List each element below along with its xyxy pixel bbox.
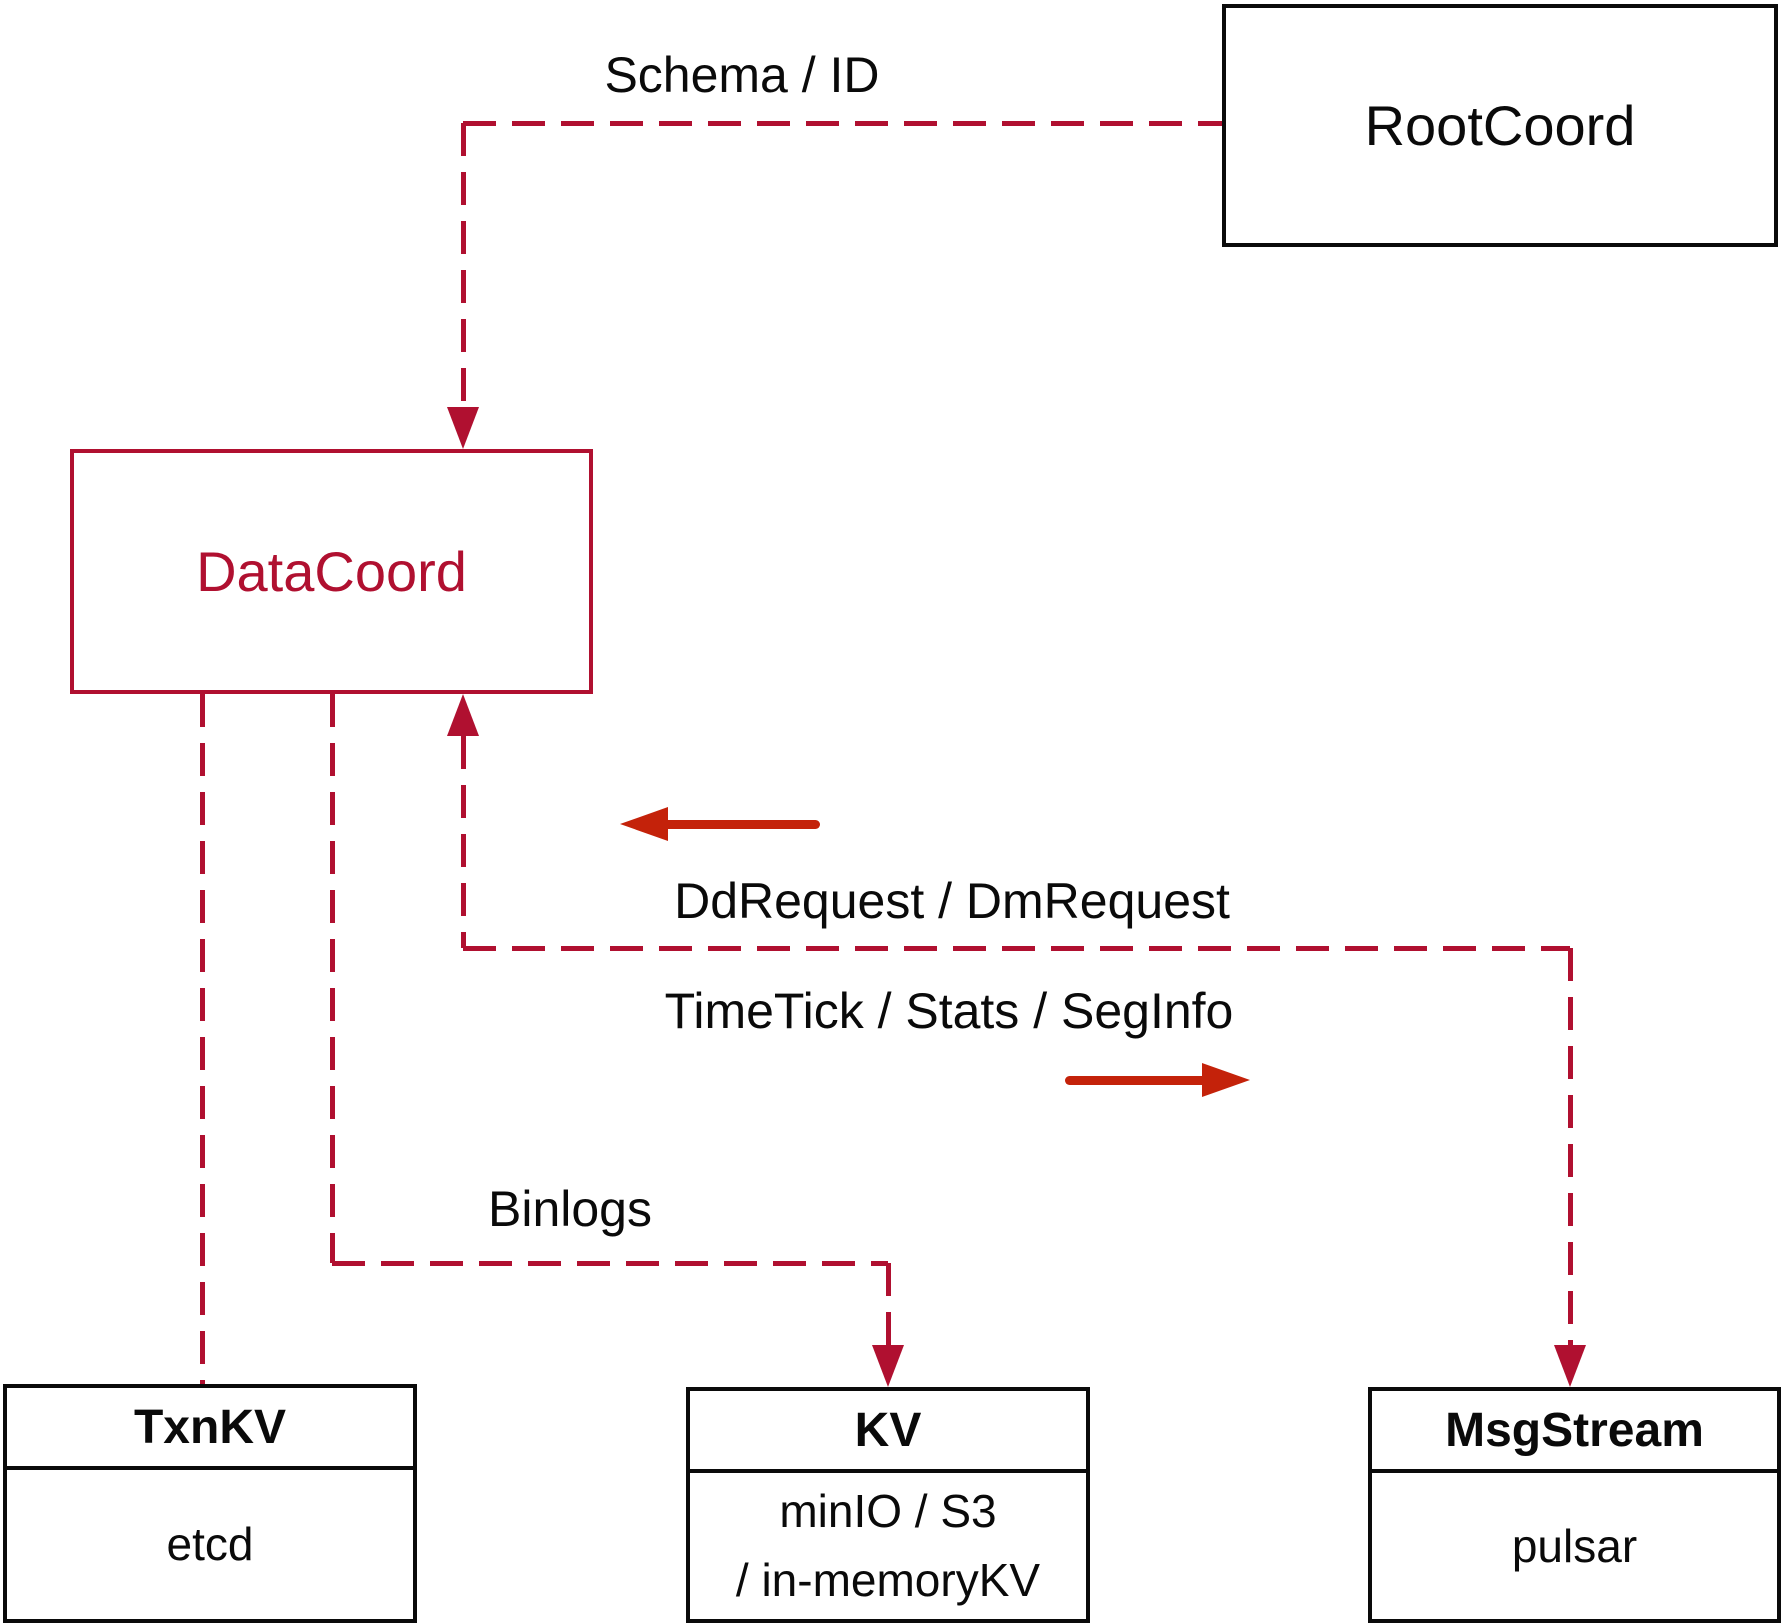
edge-label-binlogs: Binlogs — [488, 1181, 652, 1237]
edge-schema-id-horizontal — [463, 121, 1222, 126]
msgstream-title: MsgStream — [1372, 1391, 1777, 1473]
datacoord-node: DataCoord — [70, 449, 593, 694]
arrowhead-up-icon — [447, 694, 479, 736]
kv-title: KV — [690, 1391, 1086, 1473]
edge-label-schema-id: Schema / ID — [604, 47, 880, 103]
datacoord-label: DataCoord — [196, 540, 467, 603]
edge-msgstream-vertical-right — [1568, 948, 1573, 1345]
txnkv-body: etcd — [166, 1518, 254, 1570]
arrowhead-down-icon — [447, 407, 479, 449]
txnkv-title: TxnKV — [7, 1388, 413, 1470]
flow-left-arrow-stem — [660, 820, 820, 829]
edge-schema-id-vertical — [461, 123, 466, 407]
kv-node: KV minIO / S3 / in-memoryKV — [686, 1387, 1090, 1623]
edge-msgstream-vertical-left — [461, 736, 466, 948]
edge-binlogs-horizontal — [332, 1261, 888, 1266]
edge-msgstream-horizontal — [463, 946, 1570, 951]
flow-right-arrow-stem — [1065, 1076, 1210, 1085]
rootcoord-label: RootCoord — [1364, 94, 1636, 157]
arrowhead-down-icon — [1554, 1345, 1586, 1387]
txnkv-node: TxnKV etcd — [3, 1384, 417, 1623]
edge-binlogs-vertical-upper — [330, 694, 335, 1263]
edge-txnkv-vertical — [200, 694, 205, 1384]
msgstream-node: MsgStream pulsar — [1368, 1387, 1781, 1623]
arrowhead-down-icon — [872, 1345, 904, 1387]
kv-body-line1: minIO / S3 — [779, 1485, 997, 1537]
edge-label-dd-dm-request: DdRequest / DmRequest — [674, 873, 1230, 929]
rootcoord-node: RootCoord — [1222, 4, 1778, 247]
msgstream-body: pulsar — [1511, 1519, 1638, 1572]
flow-right-arrow-icon — [1202, 1063, 1250, 1097]
edge-label-timetick-stats-seginfo: TimeTick / Stats / SegInfo — [664, 983, 1234, 1039]
edge-binlogs-vertical-lower — [886, 1263, 891, 1345]
kv-body-line2: / in-memoryKV — [735, 1554, 1041, 1606]
